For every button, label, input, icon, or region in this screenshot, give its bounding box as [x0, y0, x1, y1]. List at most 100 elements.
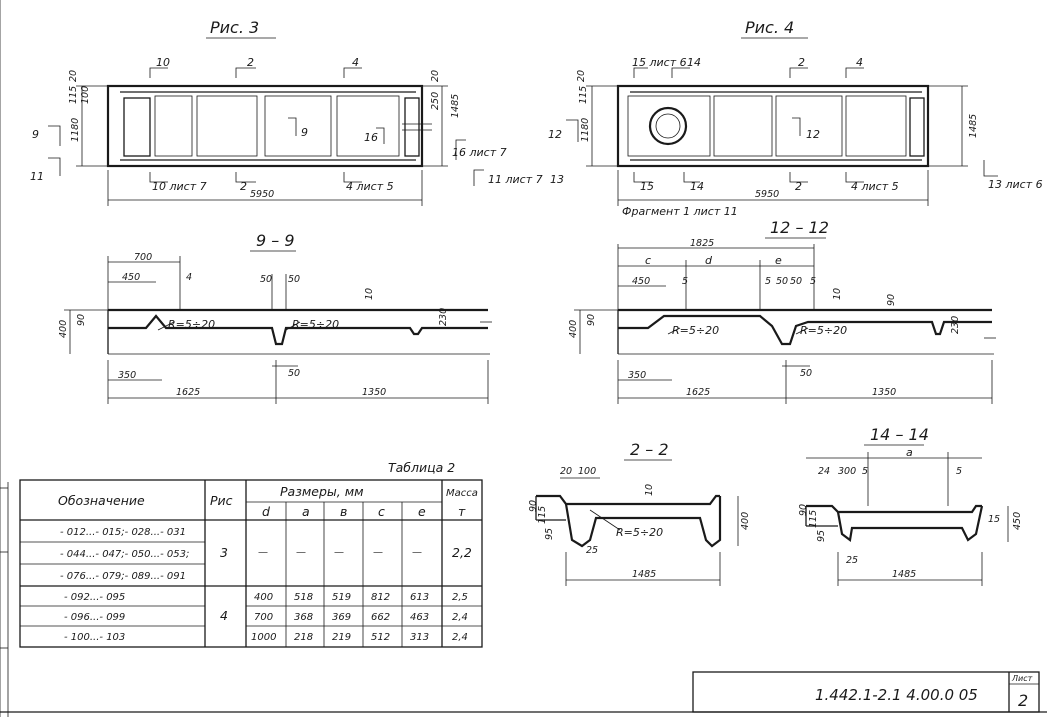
- fig4-cut-bottom-3: 2: [795, 180, 802, 193]
- sec1212-dim-top-5: 450: [632, 276, 650, 287]
- sec99-dim-top-6: 10: [364, 288, 375, 300]
- fig3-cut-left-1: 9: [32, 128, 39, 141]
- drawing-code: 1.442.1-2.1 4.00.0 05: [815, 686, 978, 704]
- row-5-c: 662: [371, 612, 390, 623]
- sec1414-dim-8: 95: [816, 530, 827, 542]
- sec1212-dim-top-7: 5: [765, 276, 771, 287]
- sec22-dim-6: 95: [544, 528, 555, 540]
- sec22-radius: R=5÷20: [616, 526, 663, 539]
- fig3-right-dim-1: 20: [430, 70, 441, 82]
- row-1-fig: 3: [220, 545, 228, 560]
- fig4-cut-bottom-2: 14: [690, 180, 704, 193]
- fig4-right-dim-1: 1485: [968, 114, 979, 138]
- row-5-designation: - 096...- 099: [64, 612, 125, 623]
- sec22-dim-5: 115: [537, 506, 548, 524]
- sec99-dim-bottom-1: 350: [118, 370, 136, 381]
- row-6-c: 512: [371, 632, 390, 643]
- sec99-dim-bottom-4: 1350: [362, 387, 386, 398]
- title-block: 1.442.1-2.1 4.00.0 05 Лист 2: [692, 671, 1040, 713]
- row-6-e: 313: [410, 632, 429, 643]
- table-caption: Таблица 2: [388, 460, 455, 475]
- fig3-inner-cut-2: 16: [364, 131, 378, 144]
- row-4-d: 400: [254, 592, 273, 603]
- sec1212-dim-top-9: 50: [790, 276, 802, 287]
- row-1-c: —: [373, 547, 383, 558]
- fig3-left-dim-4: 100: [80, 86, 91, 104]
- fig3-length: 5950: [250, 189, 274, 200]
- sec1212-dim-top-11: 10: [832, 288, 843, 300]
- row-1-a: —: [296, 547, 306, 558]
- sec1212-dim-top-4: e: [775, 254, 782, 267]
- sec1414-dim-1: 24: [818, 466, 830, 477]
- row-4-c: 812: [371, 592, 390, 603]
- sec22-dim-3: 10: [644, 484, 655, 496]
- sec99-dim-top-5: 50: [288, 274, 300, 285]
- fig3-cut-right-3: 13: [550, 173, 564, 186]
- figure-4-title: Рис. 4: [745, 18, 794, 37]
- row-4-e: 613: [410, 592, 429, 603]
- sec1212-dim-top-8: 50: [776, 276, 788, 287]
- row-2-designation: - 044...- 047;- 050...- 053;: [60, 549, 189, 560]
- fig4-cut-bottom-4: 4 лист 5: [851, 180, 899, 193]
- figure-3-title: Рис. 3: [210, 18, 259, 37]
- table-2: Таблица 2 Обозначение Рис Размеры, мм Ма…: [19, 460, 483, 648]
- section-9-9: 9 – 9 700 450 4 50 50 10 400 90 230 R=5÷…: [58, 231, 492, 404]
- fig3-right-dim-2: 250: [430, 92, 441, 110]
- sec22-dim-2: 100: [578, 466, 596, 477]
- th-t: т: [458, 504, 466, 519]
- fig3-cut-left-2: 11: [30, 170, 44, 183]
- row-4-fig: 4: [220, 608, 228, 623]
- sec1212-radius-2: R=5÷20: [800, 324, 847, 337]
- row-1-d: —: [258, 547, 268, 558]
- sec1212-dim-bottom-3: 1625: [686, 387, 710, 398]
- sec99-radius-1: R=5÷20: [168, 318, 215, 331]
- sec1212-dim-top-6: 5: [682, 276, 688, 287]
- th-fig: Рис: [210, 493, 233, 508]
- fig3-inner-cut-1: 9: [301, 126, 308, 139]
- fig4-length: 5950: [755, 189, 779, 200]
- sec1212-dim-top-10: 5: [810, 276, 816, 287]
- fig4-cut-top-3: 2: [798, 56, 805, 69]
- sec1414-dim-12: 1485: [892, 569, 916, 580]
- sec1212-dim-top-12: 90: [886, 294, 897, 306]
- th-mass: Масса: [446, 488, 478, 499]
- sec99-radius-2: R=5÷20: [292, 318, 339, 331]
- row-4-b: 519: [332, 592, 351, 603]
- sec1414-dim-7: 115: [808, 510, 819, 528]
- row-6-d: 1000: [251, 632, 276, 643]
- fig4-left-dim-2: 115: [578, 86, 589, 104]
- fig3-cut-top-3: 4: [352, 56, 359, 69]
- sec99-dim-top-1: 700: [134, 252, 152, 263]
- sec99-height-2: 90: [76, 314, 87, 326]
- sec99-dim-bottom-2: 50: [288, 368, 300, 379]
- sec1414-dim-4: a: [906, 446, 913, 459]
- sec1212-dim-bottom-1: 350: [628, 370, 646, 381]
- fig3-cut-right-2: 11 лист 7: [488, 173, 543, 186]
- sec1212-height-2: 90: [586, 314, 597, 326]
- sec99-height-3: 230: [438, 308, 449, 326]
- row-6-a: 218: [294, 632, 313, 643]
- row-1-mass: 2,2: [452, 545, 472, 560]
- sec22-dim-8: 25: [586, 545, 598, 556]
- fig4-cut-top-4: 4: [856, 56, 863, 69]
- row-1-designation: - 012...- 015;- 028...- 031: [60, 527, 186, 538]
- th-b: в: [340, 504, 347, 519]
- sec1414-dim-5: 5: [956, 466, 962, 477]
- sec1212-height-3: 230: [950, 316, 961, 334]
- th-e: e: [418, 504, 426, 519]
- fig3-left-dim-1: 20: [68, 70, 79, 82]
- section-12-12: 12 – 12 1825 c d e 450 5 5 50 50 5 10 90…: [568, 218, 996, 404]
- sec99-dim-top-4: 50: [260, 274, 272, 285]
- fig4-left-dim-3: 1180: [580, 118, 591, 142]
- fig3-right-dim-3: 1485: [450, 94, 461, 118]
- fig3-cut-bottom-1: 10 лист 7: [152, 180, 207, 193]
- th-d: d: [262, 504, 270, 519]
- fig4-fragment: Фрагмент 1 лист 11: [622, 205, 738, 218]
- fig3-left-dim-3: 1180: [70, 118, 81, 142]
- row-5-d: 700: [254, 612, 273, 623]
- sec1414-dim-10: 25: [846, 555, 858, 566]
- sec1414-dim-2: 300: [838, 466, 856, 477]
- sec1414-dim-9: 15: [988, 514, 1000, 525]
